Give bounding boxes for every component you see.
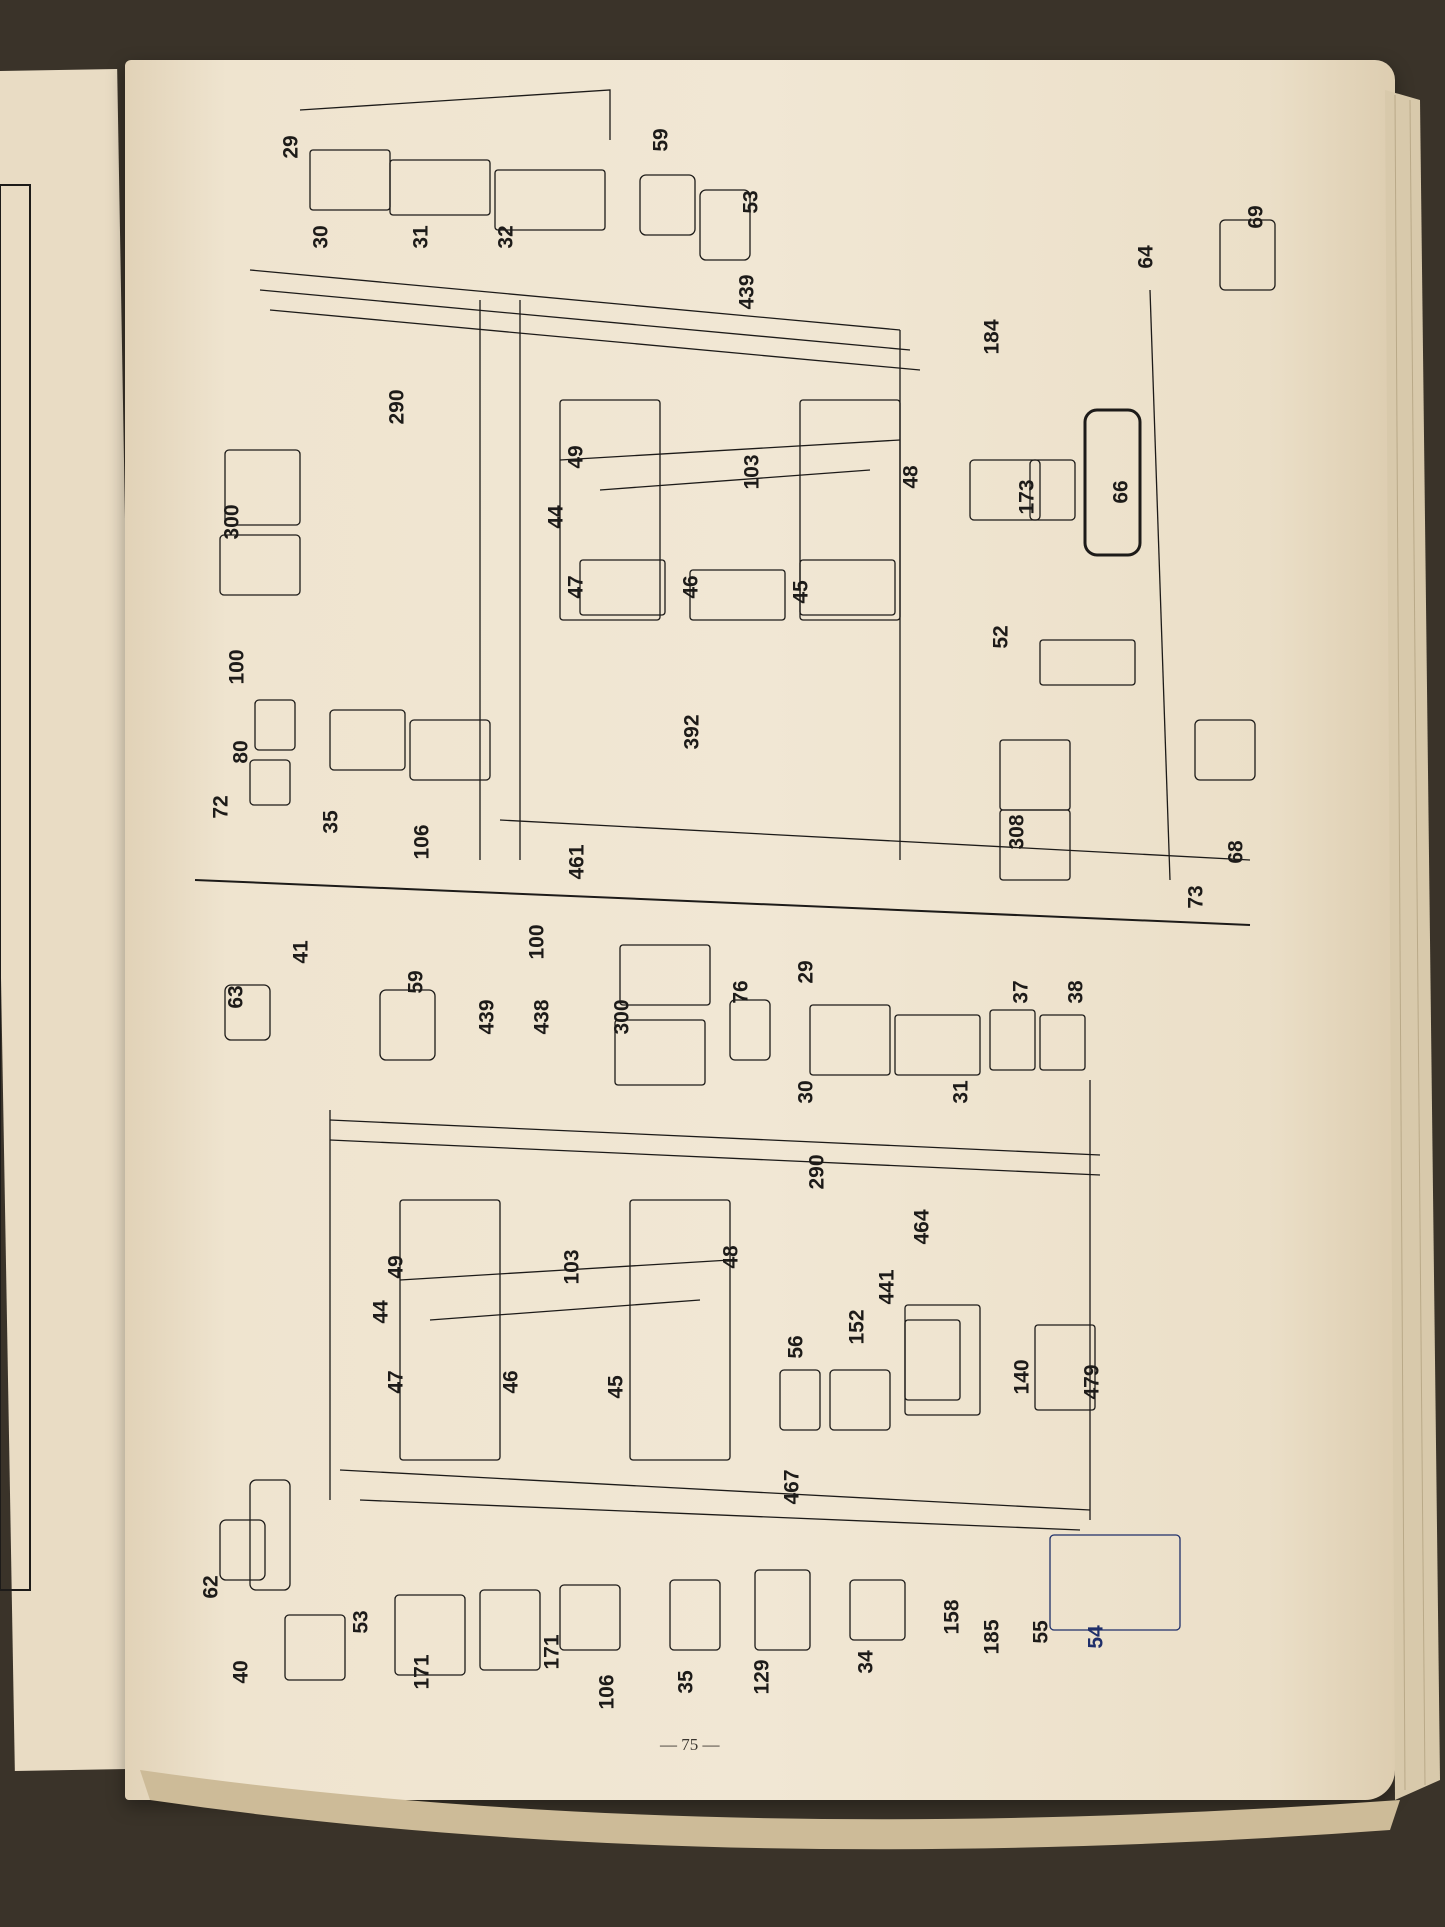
ref-152-lower: 152 [845, 1309, 869, 1345]
ref-392-upper: 392 [680, 714, 704, 750]
ref-38-lower: 38 [1064, 980, 1088, 1004]
ref-103-lower: 103 [560, 1249, 584, 1285]
ref-55-lower: 55 [1029, 1620, 1053, 1644]
ref-290-lower: 290 [805, 1154, 829, 1190]
ref-129-lower: 129 [750, 1659, 774, 1695]
ref-106-lower: 106 [595, 1674, 619, 1710]
ref-300-lower: 300 [610, 999, 634, 1035]
ref-64-upper: 64 [1134, 245, 1158, 269]
ref-185-lower: 185 [980, 1619, 1004, 1655]
ref-49-lower: 49 [384, 1255, 408, 1279]
ref-464-lower: 464 [910, 1209, 934, 1245]
ref-479-lower: 479 [1080, 1364, 1104, 1400]
ref-45-upper: 45 [789, 580, 813, 604]
ref-32-upper: 32 [494, 225, 518, 249]
ref-40-lower: 40 [229, 1660, 253, 1684]
ref-439-upper: 439 [735, 274, 759, 310]
ref-100-upper: 100 [225, 649, 249, 685]
ref-30-upper: 30 [309, 225, 333, 249]
ref-35-lower: 35 [674, 1670, 698, 1694]
ref-103-upper: 103 [740, 454, 764, 490]
ref-53-upper: 53 [739, 190, 763, 214]
ref-158-lower: 158 [940, 1599, 964, 1635]
ref-41-lower: 41 [289, 940, 313, 964]
ref-66-upper: 66 [1109, 480, 1133, 504]
ref-73-upper: 73 [1184, 885, 1208, 909]
ref-290-upper: 290 [385, 389, 409, 425]
ref-467-lower: 467 [780, 1469, 804, 1505]
ref-37-lower: 37 [1009, 980, 1033, 1004]
ref-35-upper: 35 [319, 810, 343, 834]
ref-171-lower-a: 171 [410, 1654, 434, 1690]
ref-173-upper: 173 [1015, 479, 1039, 515]
ref-31-lower: 31 [949, 1080, 973, 1104]
ref-72-upper: 72 [209, 795, 233, 819]
ref-300-upper: 300 [220, 504, 244, 540]
ref-308-upper: 308 [1005, 814, 1029, 850]
ref-438-lower: 438 [530, 999, 554, 1035]
ref-100-lower: 100 [525, 924, 549, 960]
ref-34-lower: 34 [854, 1650, 878, 1674]
upper-diagram [219, 89, 1276, 881]
ref-59-lower: 59 [404, 970, 428, 994]
ref-44-lower: 44 [369, 1300, 393, 1324]
ref-47-lower: 47 [384, 1370, 408, 1394]
ref-59-upper: 59 [649, 128, 673, 152]
ref-49-upper: 49 [564, 445, 588, 469]
page-number: — 75 — [660, 1735, 720, 1754]
ref-46-lower: 46 [499, 1370, 523, 1394]
ref-439-lower: 439 [475, 999, 499, 1035]
ref-54-lower: 54 [1084, 1625, 1108, 1649]
ref-106-upper: 106 [410, 824, 434, 860]
ref-52-upper: 52 [989, 625, 1013, 649]
ref-48-upper: 48 [899, 465, 923, 489]
ref-80-upper: 80 [229, 740, 253, 764]
ref-30-lower: 30 [794, 1080, 818, 1104]
ref-29-lower: 29 [794, 960, 818, 984]
manual-page [125, 60, 1395, 1800]
ref-53-lower: 53 [349, 1610, 373, 1634]
ref-46-upper: 46 [679, 575, 703, 599]
ref-140-lower: 140 [1010, 1359, 1034, 1395]
ref-63-lower: 63 [224, 985, 248, 1009]
ref-69-upper: 69 [1244, 205, 1268, 229]
ref-48-lower: 48 [719, 1245, 743, 1269]
ref-31-upper: 31 [409, 225, 433, 249]
ref-44-upper: 44 [544, 505, 568, 529]
lower-diagram [219, 944, 1181, 1681]
ref-62-lower: 62 [199, 1575, 223, 1599]
ref-68-upper: 68 [1224, 840, 1248, 864]
ref-441-lower: 441 [875, 1269, 899, 1305]
ref-461-upper: 461 [565, 844, 589, 880]
ref-171-lower-b: 171 [540, 1634, 564, 1670]
ref-56-lower: 56 [784, 1335, 808, 1359]
ref-76-lower: 76 [729, 980, 753, 1004]
ref-184-upper: 184 [980, 319, 1004, 355]
ref-29-upper: 29 [279, 135, 303, 159]
ref-45-lower: 45 [604, 1375, 628, 1399]
ref-47-upper: 47 [564, 575, 588, 599]
